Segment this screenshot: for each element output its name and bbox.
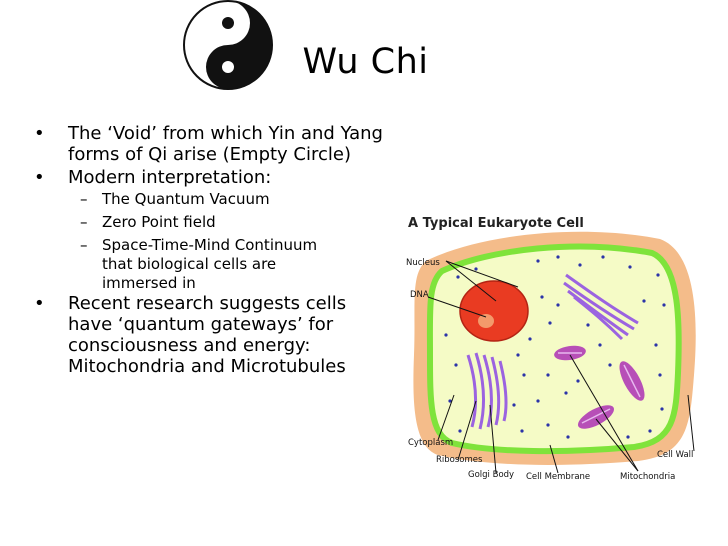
bullet-list: • The ‘Void’ from which Yin and Yang for… (34, 123, 394, 379)
golgi-body-left (466, 352, 508, 430)
cell-membrane-shape (426, 243, 682, 455)
cell-diagram: A Typical Eukaryote Cell (406, 216, 696, 482)
label-cell-membrane: Cell Membrane (526, 472, 590, 482)
bullet-item: • Recent research suggests cells have ‘q… (34, 293, 386, 377)
bullet-item: • Modern interpretation: (34, 167, 394, 188)
golgi-body-right (563, 273, 639, 341)
slide-title: Wu Chi (302, 42, 429, 82)
nucleus-shape (459, 280, 529, 342)
figure-title: A Typical Eukaryote Cell (408, 216, 584, 231)
bullet-dot-icon: • (34, 167, 45, 188)
sub-bullet-text: Space-Time-Mind Continuum that biologica… (102, 236, 318, 292)
label-cell-wall: Cell Wall (657, 450, 693, 460)
sub-bullet-text: The Quantum Vacuum (102, 190, 270, 208)
dash-icon: – (80, 190, 88, 208)
label-mitochondria: Mitochondria (620, 472, 675, 482)
bullet-item: • The ‘Void’ from which Yin and Yang for… (34, 123, 394, 165)
sub-bullet-item: – The Quantum Vacuum (34, 190, 394, 209)
ribosome-dots (444, 255, 666, 439)
label-ribosomes: Ribosomes (436, 455, 483, 465)
sub-bullet-item: – Space-Time-Mind Continuum that biologi… (34, 236, 342, 293)
label-dna: DNA (410, 290, 429, 300)
mitochondria-shapes (554, 345, 645, 429)
bullet-dot-icon: • (34, 123, 45, 144)
label-leader-lines (427, 260, 695, 474)
sub-bullet-item: – Zero Point field (34, 213, 394, 232)
yin-yang-icon (183, 0, 273, 90)
sub-bullet-text: Zero Point field (102, 213, 216, 231)
bullet-dot-icon: • (34, 293, 45, 314)
bullet-text: Recent research suggests cells have ‘qua… (68, 293, 347, 377)
bullet-text: The ‘Void’ from which Yin and Yang forms… (68, 123, 383, 165)
label-golgi-body: Golgi Body (468, 470, 514, 480)
dash-icon: – (80, 213, 88, 231)
label-nucleus: Nucleus (406, 258, 440, 268)
nucleolus-shape (478, 314, 494, 328)
label-cytoplasm: Cytoplasm (408, 438, 453, 448)
bullet-text: Modern interpretation: (68, 167, 272, 188)
dash-icon: – (80, 236, 88, 254)
